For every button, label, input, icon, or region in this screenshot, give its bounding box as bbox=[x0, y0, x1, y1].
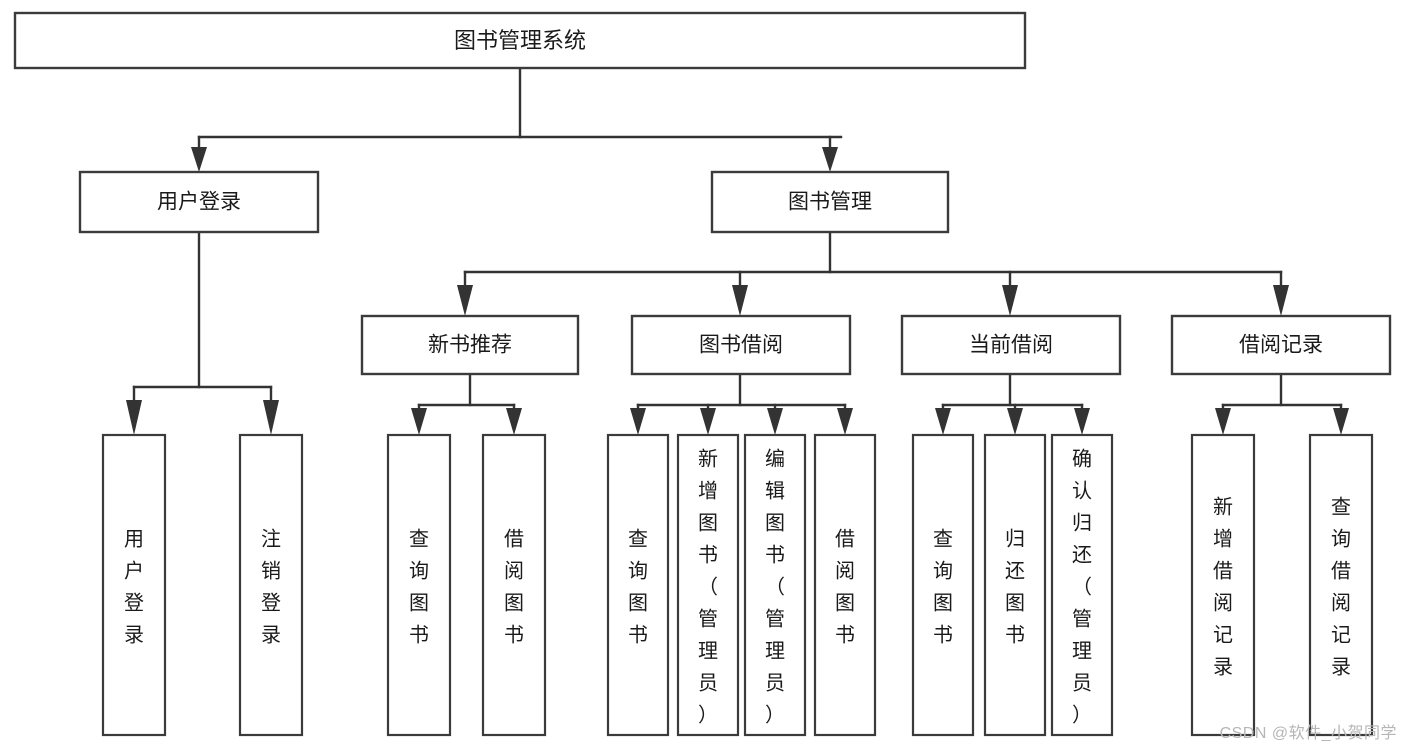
leaf-node-label: 借阅图书 bbox=[504, 527, 524, 646]
leaf-node-label: 查询图书 bbox=[409, 527, 429, 646]
leaf-node-box[interactable] bbox=[101, 433, 167, 737]
node-borrow-record-label: 借阅记录 bbox=[1239, 334, 1323, 357]
arrow-borrow-leaf-2 bbox=[700, 408, 716, 435]
node-root-label: 图书管理系统 bbox=[454, 28, 586, 53]
leaf-node[interactable]: 编辑图书（管理员） bbox=[743, 433, 807, 737]
node-book-borrow[interactable]: 图书借阅 bbox=[630, 314, 852, 376]
leaf-node-box[interactable] bbox=[238, 433, 304, 737]
node-new-book-recommend-label: 新书推荐 bbox=[428, 334, 512, 357]
node-root-box[interactable] bbox=[13, 11, 1027, 70]
leaf-node[interactable]: 新增借阅记录 bbox=[1190, 433, 1256, 737]
arrow-current-leaf-1 bbox=[935, 408, 951, 435]
leaf-node[interactable]: 查询图书 bbox=[606, 433, 670, 737]
arrow-borrow-leaf-1 bbox=[630, 408, 646, 435]
arrow-record-leaf-1 bbox=[1215, 408, 1231, 435]
leaf-node[interactable]: 确认归还（管理员） bbox=[1050, 433, 1114, 737]
arrow-newrec-leaf-1 bbox=[411, 408, 427, 435]
leaf-node[interactable]: 查询图书 bbox=[386, 433, 452, 737]
leaf-node-label: 查询图书 bbox=[933, 527, 953, 646]
connector-layer bbox=[126, 66, 1349, 435]
arrow-to-current-borrow bbox=[1002, 285, 1018, 316]
node-current-borrow-box[interactable] bbox=[900, 314, 1122, 376]
leaf-node-box[interactable] bbox=[743, 433, 807, 737]
arrow-borrow-leaf-3 bbox=[767, 408, 783, 435]
leaf-node-label: 编辑图书（管理员） bbox=[765, 447, 785, 726]
arrow-current-leaf-2 bbox=[1007, 408, 1023, 435]
node-borrow-record[interactable]: 借阅记录 bbox=[1170, 314, 1392, 376]
arrow-current-leaf-3 bbox=[1074, 408, 1090, 435]
leaf-node[interactable]: 注销登录 bbox=[238, 433, 304, 737]
leaf-node-label: 查询借阅记录 bbox=[1331, 495, 1351, 678]
arrow-borrow-leaf-4 bbox=[837, 408, 853, 435]
leaf-node-label: 确认归还（管理员） bbox=[1072, 447, 1092, 726]
leaf-node[interactable]: 借阅图书 bbox=[481, 433, 547, 737]
leaf-node-layer: 用户登录 注销登录 查询图书 借阅图书 查询图书 新增图书（管理员） 编辑图书（管理员） 借阅… bbox=[101, 433, 1374, 737]
leaf-node-box[interactable] bbox=[386, 433, 452, 737]
node-book-borrow-label: 图书借阅 bbox=[699, 334, 783, 357]
leaf-node[interactable]: 借阅图书 bbox=[813, 433, 877, 737]
node-borrow-record-box[interactable] bbox=[1170, 314, 1392, 376]
node-current-borrow-label: 当前借阅 bbox=[969, 334, 1053, 357]
leaf-node-label: 新增图书（管理员） bbox=[698, 447, 718, 726]
leaf-node[interactable]: 用户登录 bbox=[101, 433, 167, 737]
arrow-record-leaf-2 bbox=[1333, 408, 1349, 435]
arrow-to-borrow-record bbox=[1273, 285, 1289, 316]
leaf-node-box[interactable] bbox=[606, 433, 670, 737]
leaf-node-box[interactable] bbox=[481, 433, 547, 737]
leaf-node-label: 查询图书 bbox=[628, 527, 648, 646]
leaf-node-box[interactable] bbox=[983, 433, 1047, 737]
leaf-node[interactable]: 新增图书（管理员） bbox=[676, 433, 740, 737]
arrow-user-leaf-1 bbox=[126, 400, 142, 435]
node-user-login-label: 用户登录 bbox=[157, 191, 241, 214]
node-root-system[interactable]: 图书管理系统 bbox=[13, 11, 1027, 70]
leaf-node[interactable]: 归还图书 bbox=[983, 433, 1047, 737]
arrow-to-book-mgmt bbox=[822, 147, 838, 172]
node-new-book-recommend[interactable]: 新书推荐 bbox=[360, 314, 580, 376]
arrow-user-leaf-2 bbox=[263, 400, 279, 435]
arrow-newrec-leaf-2 bbox=[506, 408, 522, 435]
leaf-node[interactable]: 查询图书 bbox=[911, 433, 975, 737]
node-book-borrow-box[interactable] bbox=[630, 314, 852, 376]
leaf-node[interactable]: 查询借阅记录 bbox=[1308, 433, 1374, 737]
leaf-node-box[interactable] bbox=[813, 433, 877, 737]
leaf-node-box[interactable] bbox=[1190, 433, 1256, 737]
leaf-node-label: 借阅图书 bbox=[835, 527, 855, 646]
leaf-node-label: 新增借阅记录 bbox=[1213, 495, 1233, 678]
node-book-management-label: 图书管理 bbox=[788, 191, 872, 214]
arrow-to-book-borrow bbox=[732, 285, 748, 316]
arrow-to-user-login bbox=[191, 147, 207, 172]
node-current-borrow[interactable]: 当前借阅 bbox=[900, 314, 1122, 376]
leaf-node-label: 用户登录 bbox=[124, 528, 144, 646]
leaf-node-label: 注销登录 bbox=[261, 527, 281, 646]
arrow-to-new-book-rec bbox=[457, 285, 473, 316]
node-user-login-box[interactable] bbox=[78, 170, 320, 234]
leaf-node-label: 归还图书 bbox=[1005, 527, 1025, 646]
node-book-management-box[interactable] bbox=[710, 170, 950, 234]
node-book-management[interactable]: 图书管理 bbox=[710, 170, 950, 234]
leaf-node-box[interactable] bbox=[911, 433, 975, 737]
node-user-login[interactable]: 用户登录 bbox=[78, 170, 320, 234]
node-new-book-recommend-box[interactable] bbox=[360, 314, 580, 376]
leaf-node-box[interactable] bbox=[676, 433, 740, 737]
leaf-node-box[interactable] bbox=[1050, 433, 1114, 737]
leaf-node-box[interactable] bbox=[1308, 433, 1374, 737]
